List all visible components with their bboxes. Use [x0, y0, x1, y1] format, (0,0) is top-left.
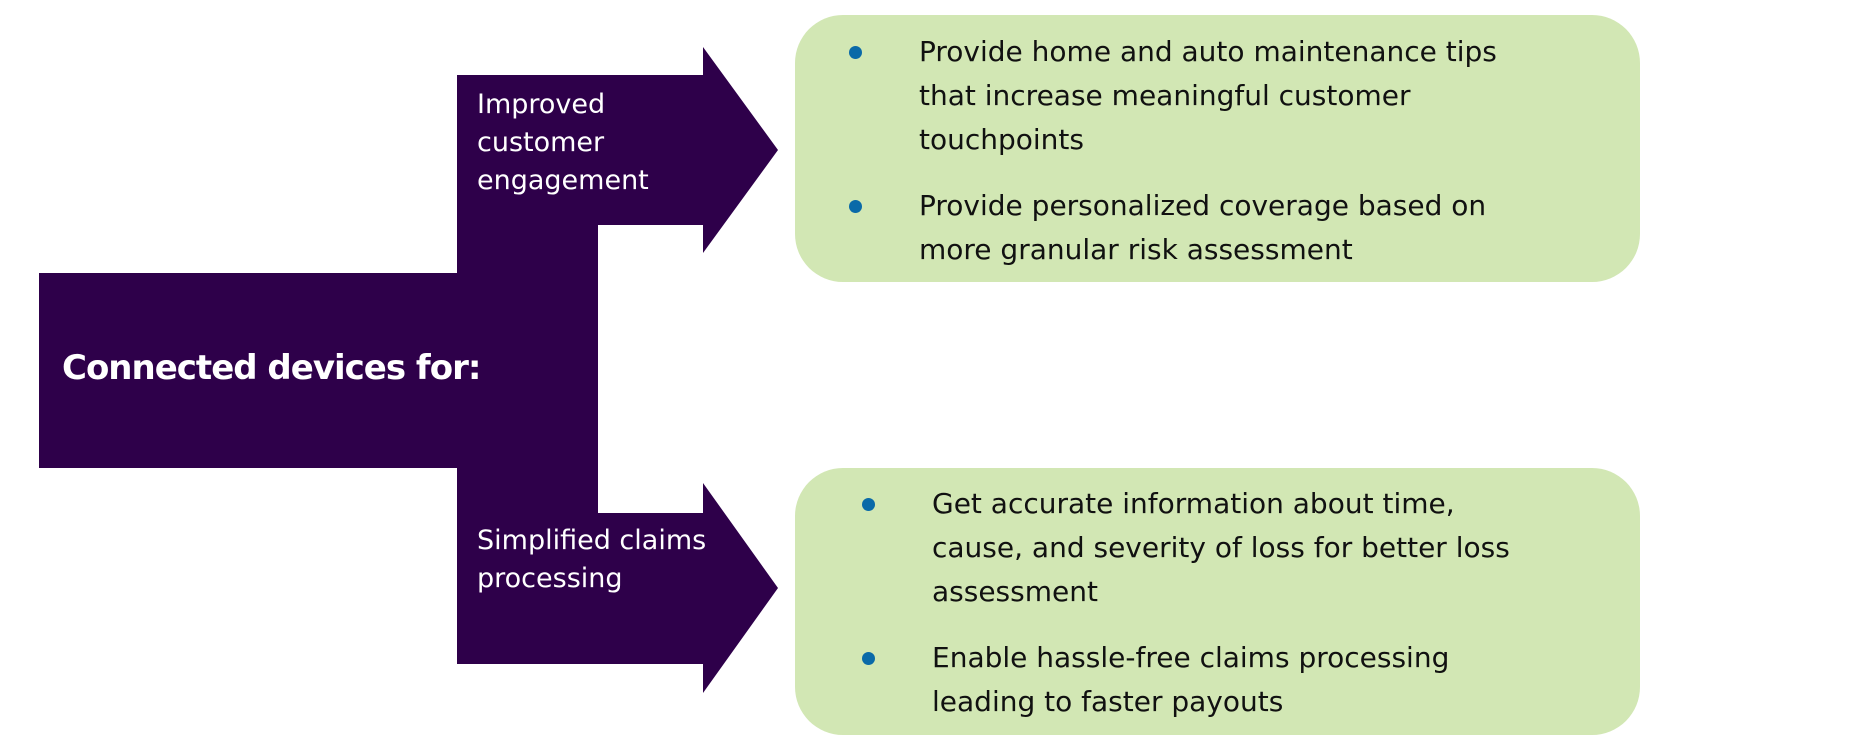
arrow-bottom [457, 483, 778, 693]
bullet-dot-icon [862, 498, 875, 511]
benefits-box-engagement: Provide home and auto maintenance tips t… [795, 15, 1640, 282]
bullet-item: Provide personalized coverage based on m… [849, 184, 1539, 272]
bullet-item: Enable hassle-free claims processing lea… [862, 636, 1512, 724]
bullet-dot-icon [849, 46, 862, 59]
main-label: Connected devices for: [62, 348, 481, 388]
branch-label-claims: Simplified claims processing [477, 525, 707, 594]
bullet-text: Provide personalized coverage based on m… [919, 189, 1487, 266]
bullet-item: Get accurate information about time, cau… [862, 482, 1542, 614]
branch-label-engagement: Improved customer engagement [477, 89, 649, 196]
bullet-text: Provide home and auto maintenance tips t… [919, 35, 1497, 156]
bullet-item: Provide home and auto maintenance tips t… [849, 30, 1559, 162]
bullet-text: Get accurate information about time, cau… [932, 487, 1510, 608]
arrow-top [457, 47, 778, 253]
bullet-dot-icon [849, 200, 862, 213]
bullet-dot-icon [862, 652, 875, 665]
bullet-text: Enable hassle-free claims processing lea… [932, 641, 1450, 718]
benefits-box-claims: Get accurate information about time, cau… [795, 468, 1640, 735]
